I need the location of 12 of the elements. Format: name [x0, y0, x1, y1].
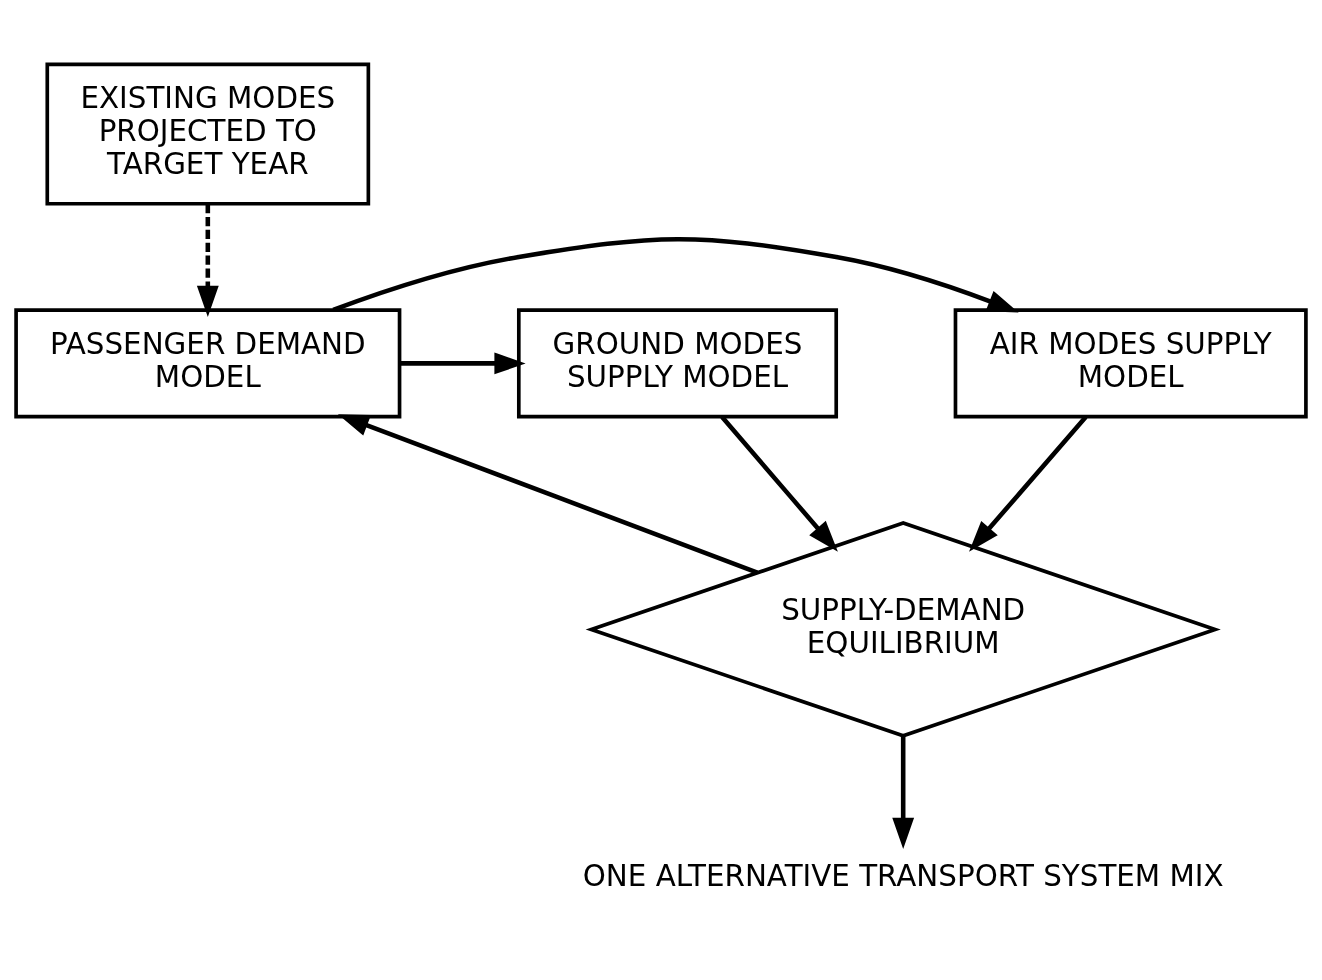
arrow [892, 736, 915, 849]
arrow [332, 236, 1019, 313]
arrow [969, 415, 1088, 552]
node-box: PASSENGER DEMAND MODEL [14, 308, 402, 419]
arrow [196, 204, 219, 317]
node-box: GROUND MODES SUPPLY MODEL [516, 308, 839, 419]
arrow [337, 414, 759, 575]
node-box: AIR MODES SUPPLY MODEL [953, 308, 1308, 419]
arrow [720, 415, 838, 552]
node-box: EXISTING MODES PROJECTED TO TARGET YEAR [45, 62, 371, 206]
node-text: ONE ALTERNATIVE TRANSPORT SYSTEM MIX [582, 858, 1224, 893]
arrow [400, 352, 526, 375]
